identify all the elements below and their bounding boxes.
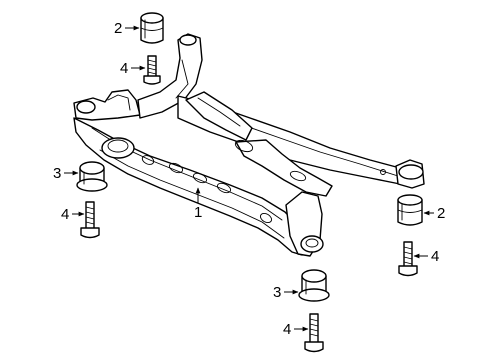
callout-4-top: 4 — [120, 60, 128, 77]
callout-4-left: 4 — [61, 206, 69, 223]
callout-3-bottom: 3 — [273, 284, 281, 301]
callout-2-top: 2 — [114, 20, 122, 37]
subframe-icon — [73, 33, 425, 257]
bolt-icon-bottom — [304, 313, 324, 353]
bolt-icon-top — [143, 55, 161, 85]
bushing-icon-top — [140, 12, 164, 44]
bushing-icon-right — [397, 194, 423, 226]
bushing-icon-bottom — [298, 269, 330, 302]
callout-2-right: 2 — [437, 205, 445, 222]
callout-3-left: 3 — [53, 165, 61, 182]
bushing-icon-left — [76, 161, 108, 192]
callout-4-right: 4 — [431, 248, 439, 265]
callout-1: 1 — [194, 204, 202, 221]
bolt-icon-left — [80, 201, 100, 239]
callout-4-bottom: 4 — [283, 321, 291, 338]
bolt-icon-right — [398, 241, 418, 277]
